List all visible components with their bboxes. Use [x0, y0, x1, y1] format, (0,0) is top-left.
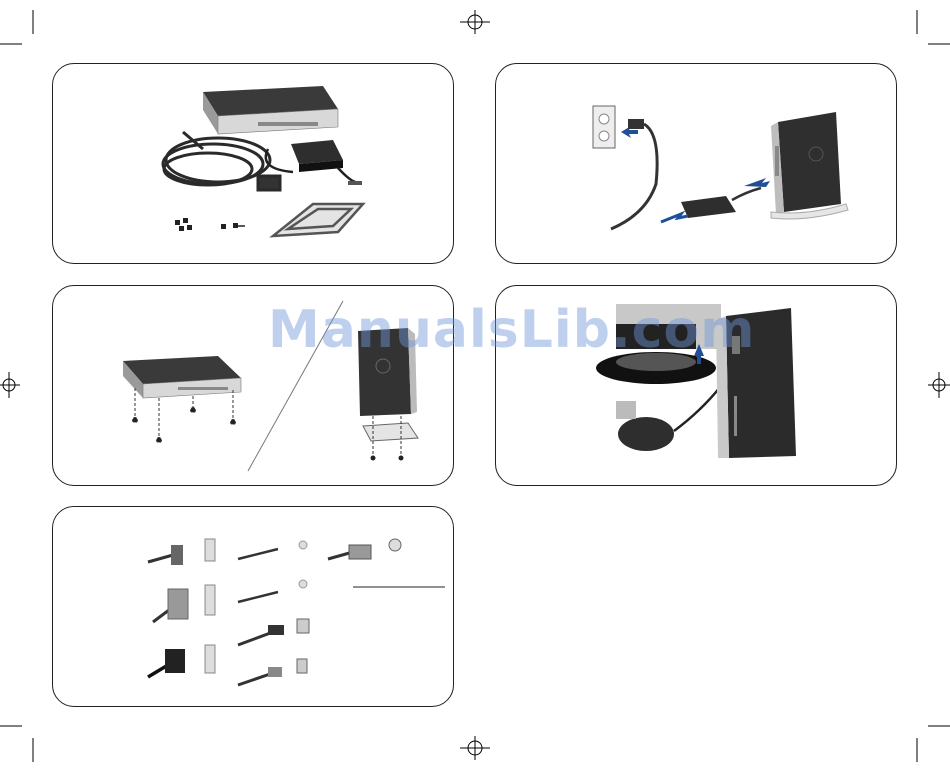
panel-power-connection	[495, 63, 897, 264]
power-adapter-icon	[661, 178, 770, 222]
screws-icon	[221, 223, 245, 229]
mouse-icon	[616, 386, 721, 451]
stand-icon	[363, 416, 418, 461]
plug-arrow-icon	[611, 119, 657, 229]
dvi-connector-icon	[148, 645, 215, 677]
power-cord-icon	[163, 132, 280, 190]
usb-connector-icon	[238, 619, 309, 685]
parallel-connector-icon	[153, 585, 215, 622]
audio-jack-icon	[238, 541, 307, 602]
vga-connector-icon	[148, 539, 215, 565]
rubber-feet-icon	[175, 218, 192, 231]
panel-box-contents	[52, 63, 454, 264]
panel-connectors	[52, 506, 454, 707]
wall-outlet-icon	[593, 106, 615, 148]
ps2-connector-icon	[328, 539, 445, 587]
watermark-text: ManualsLib.com	[268, 300, 755, 360]
thin-client-icon	[203, 86, 338, 134]
stand-icon	[273, 204, 363, 236]
horizontal-unit-icon	[123, 356, 241, 398]
tower-unit-icon	[771, 112, 848, 219]
